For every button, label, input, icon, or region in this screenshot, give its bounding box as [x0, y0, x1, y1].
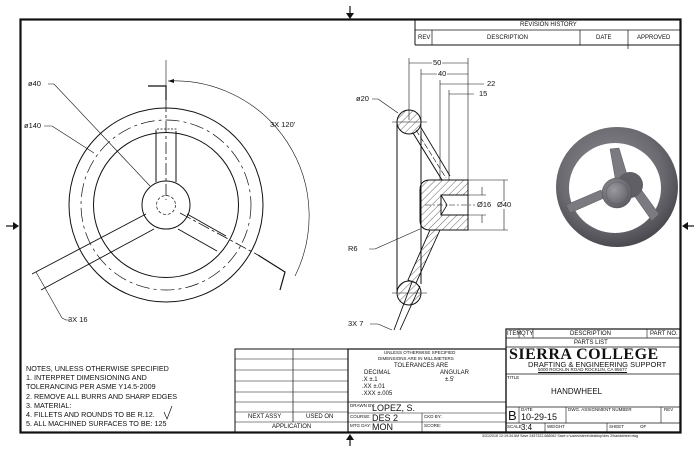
tol-xx: .XX ±.01: [362, 384, 385, 390]
dwg-number-label: DWG. ASSIGNMENT NUMBER: [568, 407, 632, 412]
mtg-day-label: MTG DAY:: [350, 423, 372, 428]
date-value: 10-29-15: [521, 412, 558, 422]
date-label: DATE: [521, 407, 533, 412]
note-line: 3. MATERIAL:: [26, 400, 72, 410]
dim-spoke-angle: 3X 120': [270, 120, 296, 129]
rev-label: REV: [664, 407, 674, 412]
next-assy-label: NEXT ASSY: [248, 414, 282, 420]
plot-stamp: 3/31/2016 12:19:34 AM Save 2457322.66806…: [482, 434, 639, 438]
dim-spoke-thickness: 3X 7: [348, 319, 364, 328]
tol-line3: TOLERANCES ARE: [394, 363, 449, 369]
title-label: TITLE: [507, 375, 520, 380]
title-block-lines: [234, 328, 681, 433]
score-label: SCORE:: [424, 423, 442, 428]
dim-hub-dia: ø40: [28, 79, 41, 88]
note-line: 2. REMOVE ALL BURRS AND SHARP EDGES: [26, 391, 177, 401]
tol-line2: DIMENSIONS ARE IN MILLIMETERS: [378, 356, 454, 361]
tol-line1: UNLESS OTHERWISE SPECIFIED: [384, 350, 456, 355]
of-label: OF: [640, 424, 647, 429]
parts-col-item: ITEM: [507, 331, 522, 337]
note-line: TOLERANCING PER ASME Y14.5-2009: [26, 382, 156, 392]
application-label: APPLICATION: [272, 424, 312, 430]
school-address: 5000 ROCKLIN ROAD ROCKLIN, CA 95677: [538, 367, 628, 372]
note-line: 5. ALL MACHINED SURFACES TO BE: 125: [26, 419, 167, 429]
course-label: COURSE:: [350, 414, 371, 419]
revision-col-description: DESCRIPTION: [487, 35, 529, 41]
revision-col-date: DATE: [596, 35, 612, 41]
dim-22: 22: [487, 79, 496, 88]
section-view: [369, 58, 508, 331]
dim-50: 50: [432, 58, 443, 67]
dim-rim-dia: ø140: [24, 121, 42, 130]
scale-value: 3:4: [521, 423, 533, 432]
dim-bore-dia: Ø16: [477, 200, 492, 209]
dim-rim-section-dia: ø20: [356, 94, 369, 103]
tol-x: .X ±.1: [362, 377, 378, 383]
isometric-view: [556, 127, 678, 247]
parts-col-description: DESCRIPTION: [570, 331, 612, 337]
notes-header: NOTES, UNLESS OTHERWISE SPECIFIED: [26, 364, 169, 373]
dim-fillet: R6: [348, 244, 358, 253]
course-value: DES 2: [372, 413, 399, 423]
surface-finish-icon: [163, 405, 173, 420]
notes-block: NOTES, UNLESS OTHERWISE SPECIFIED 1. INT…: [26, 364, 177, 428]
dim-15: 15: [479, 89, 488, 98]
dept-name: DRAFTING & ENGINEERING SUPPORT: [528, 360, 667, 369]
weight-label: WEIGHT: [547, 424, 565, 429]
revision-col-rev: REV: [418, 35, 431, 41]
sheet-label: SHEET: [609, 424, 625, 429]
revision-table-lines: [414, 19, 680, 49]
drawn-by-label: DRAWN BY:: [350, 403, 376, 408]
dim-spoke-width: 3X 16: [68, 315, 88, 324]
drawing-title: HANDWHEEL: [551, 387, 603, 396]
center-markers: [6, 6, 694, 446]
dim-40: 40: [437, 69, 448, 78]
tol-angular: ±.5': [445, 377, 455, 383]
note-line: 4. FILLETS AND ROUNDS TO BE R.12.: [26, 410, 155, 420]
tol-xxx: .XXX ±.005: [362, 391, 393, 397]
front-view: [31, 60, 310, 321]
dim-hub-section-dia: Ø40: [497, 200, 512, 209]
parts-col-part-no: PART NO.: [650, 331, 678, 337]
parts-col-qty: QTY: [521, 331, 534, 337]
revision-history-title: REVISION HISTORY: [520, 22, 577, 28]
sheet-size: B: [508, 408, 517, 423]
tol-angular-label: ANGULAR: [440, 370, 470, 376]
mtg-day-value: MON: [372, 422, 393, 432]
ckd-by-label: CKD BY:: [424, 414, 442, 419]
scale-label: SCALE: [507, 424, 522, 429]
tol-decimal-label: DECIMAL: [364, 370, 391, 376]
school-logo-text: SIERRA COLLEGE: [509, 346, 659, 363]
note-line: 1. INTERPRET DIMENSIONING AND: [26, 373, 147, 383]
parts-list-title: PARTS LIST: [574, 340, 608, 346]
used-on-label: USED ON: [306, 414, 334, 420]
revision-col-approved: APPROVED: [637, 35, 671, 41]
drawn-by-value: LOPEZ, S.: [372, 403, 416, 413]
